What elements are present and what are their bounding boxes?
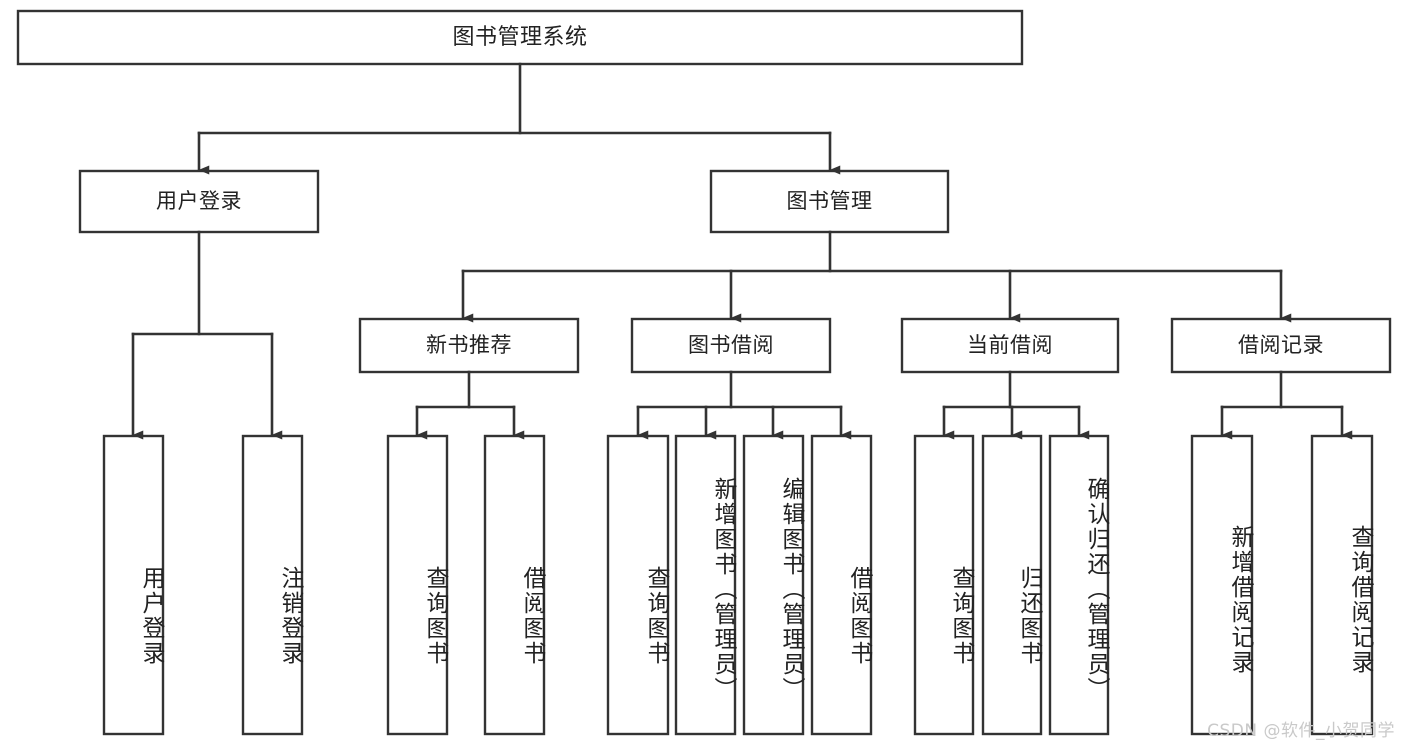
leaf-edit-book-box[interactable] — [742, 434, 805, 736]
leaf-borrow-book-rec-box[interactable] — [483, 434, 546, 736]
leaf-user-login-box[interactable] — [102, 434, 165, 736]
leaf-add-borrow-record-box[interactable] — [1190, 434, 1254, 736]
leaf-confirm-return-box[interactable] — [1048, 434, 1110, 736]
leaf-borrow-book-box[interactable] — [810, 434, 873, 736]
node-book-management-box[interactable] — [709, 169, 950, 234]
leaf-logout-login-box[interactable] — [241, 434, 304, 736]
node-book-borrow-box[interactable] — [630, 317, 832, 374]
leaf-query-book-borrow-box[interactable] — [606, 434, 670, 736]
node-current-borrow-box[interactable] — [900, 317, 1120, 374]
leaf-query-book-current-box[interactable] — [913, 434, 975, 736]
csdn-watermark: CSDN @软件_小贺同学 — [1207, 721, 1395, 741]
node-new-book-recommend-box[interactable] — [358, 317, 580, 374]
node-borrow-records-box[interactable] — [1170, 317, 1392, 374]
leaf-query-borrow-record-box[interactable] — [1310, 434, 1374, 736]
leaf-return-book-box[interactable] — [981, 434, 1043, 736]
leaf-query-book-rec-box[interactable] — [386, 434, 449, 736]
node-root-box[interactable] — [16, 9, 1024, 66]
node-user-login-box[interactable] — [78, 169, 320, 234]
leaf-add-book-box[interactable] — [674, 434, 737, 736]
